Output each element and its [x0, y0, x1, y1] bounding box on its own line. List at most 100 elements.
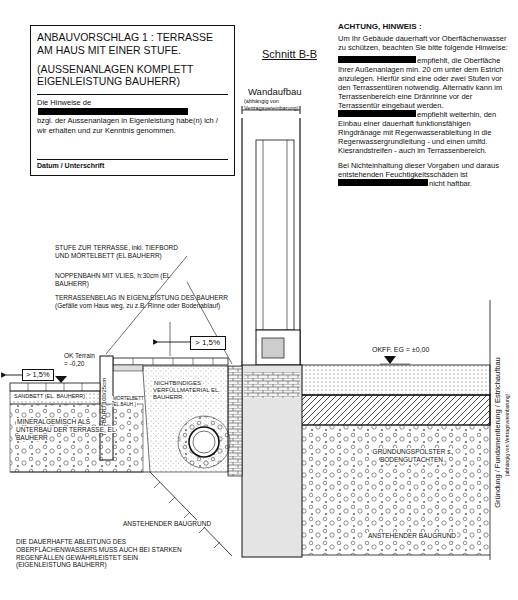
- note-text: ACHTUNG, HINWEIS :: [338, 22, 512, 32]
- floor-slab: [300, 300, 490, 560]
- text-group: (AUSSENANLAGEN KOMPLETT EIGENLEISTUNG BA…: [37, 63, 228, 89]
- drawing-rect: [113, 358, 228, 365]
- drawing-rect: [10, 404, 143, 472]
- drawing-rect: [228, 366, 242, 476]
- drawing-label: OK Terrain = -0,20: [64, 352, 100, 368]
- drawing-line: [241, 118, 242, 372]
- box-text: Die Hinweise de: [37, 98, 91, 107]
- drawing-rect: [113, 365, 143, 371]
- label-text: ACHTUNG, HINWEIS :: [338, 22, 422, 31]
- label-text: Wandaufbau: [248, 86, 302, 97]
- text-group: ANBAUVORSCHLAG 1 : TERRASSE AM HAUS MIT …: [37, 31, 228, 57]
- drawing-line: [263, 140, 264, 330]
- label-text: STUFE ZUR TERRASSE, inkl. TIEFBORD UND M…: [55, 244, 178, 259]
- label-text: MÖRTELBETT (EL.BAUH.): [112, 396, 144, 407]
- drawing-path: [154, 482, 220, 548]
- label-text: NOPPENBAHN MIT VLIES, h:30cm (EL BAUHERR…: [55, 272, 170, 287]
- label-text: empfiehlt, die Oberfläche Ihrer Außenanl…: [338, 56, 504, 110]
- title-box: ANBAUVORSCHLAG 1 : TERRASSE AM HAUS MIT …: [30, 25, 235, 176]
- drawing-label: Gründung / Fundamentierung / Estrichaufb…: [493, 305, 502, 560]
- text-group: Die Hinweise de bzgl. der Aussenanlagen i…: [37, 94, 228, 135]
- drawing-line: [300, 106, 301, 114]
- box-text: Datum / Unterschrift: [37, 162, 104, 169]
- note-text: Um Ihr Gebäude dauerhaft vor Oberflächen…: [338, 34, 512, 52]
- label-text: DIE DAUERHAFTE ABLEITUNG DES OBERFLÄCHEN…: [16, 538, 182, 568]
- drawing-path: [133, 358, 213, 365]
- label-text: GRÜNDUNGSPOLSTER s. BODENGUTACHTEN: [372, 448, 453, 463]
- notes-column: ACHTUNG, HINWEIS : Um Ihr Gebäude dauerha…: [338, 22, 512, 188]
- note-text: Bei Nichteinhaltung dieser Vorgaben und …: [338, 161, 512, 179]
- terrace: [10, 356, 232, 556]
- drawing-label: ANSTEHENDER BAUGRUND: [122, 520, 217, 528]
- drawing-rect: [302, 425, 490, 555]
- drawing-label: NOPPENBAHN MIT VLIES, h:30cm (EL BAUHERR…: [55, 272, 185, 288]
- drawing-label: (abhängig von Vertragsvereinbarung): [244, 98, 334, 111]
- drawing-label: NICHTBINDIGES VERFÜLLMATERIAL EL. BAUHER…: [153, 380, 223, 402]
- label-text: TERRASSENBELAG IN EIGENLEISTUNG DES BAUH…: [55, 294, 228, 309]
- drawing-rect: [242, 365, 302, 557]
- text-group: > 1,5%: [26, 370, 50, 379]
- note-text: empfiehlt, die Oberfläche Ihrer Außenanl…: [338, 56, 512, 110]
- redaction-bar: [38, 108, 188, 115]
- label-text: OK Terrain = -0,20: [64, 352, 95, 367]
- drawing-label: TIEFBORD 100/25cm: [101, 358, 108, 456]
- label-text: SANDBETT (EL. BAUHERR): [13, 393, 86, 399]
- drawing-line: [150, 472, 232, 556]
- drawing-label: MÖRTELBETT (EL.BAUH.): [112, 396, 142, 407]
- leader-lines: [6, 256, 232, 375]
- drawing-label: (abhängig von Vertragsvereinbarung): [504, 350, 510, 520]
- label-text: (abhängig von Vertragsvereinbarung): [504, 394, 510, 477]
- drawing-rect: [300, 395, 490, 425]
- drawing-circle: [178, 416, 230, 468]
- drawing-label: DIE DAUERHAFTE ABLEITUNG DES OBERFLÄCHEN…: [16, 538, 188, 569]
- box-text: > 1,5%: [195, 338, 220, 347]
- label-text: Gründung / Fundamentierung / Estrichaufb…: [493, 357, 502, 508]
- wall-foundation: [228, 365, 302, 557]
- section-title: Schnitt B-B: [262, 48, 317, 61]
- drawing-label: MINERALGEMISCH ALS UNTERBAU DER TERRASSE…: [16, 418, 126, 441]
- text-group: Datum / Unterschrift: [37, 159, 228, 171]
- box-text: bzgl. der Aussenanlagen in Eigenleistung…: [37, 116, 218, 134]
- box-text: ANBAUVORSCHLAG 1 : TERRASSE AM HAUS MIT …: [37, 31, 213, 56]
- drawing-label: GRÜNDUNGSPOLSTER s. BODENGUTACHTEN: [352, 448, 472, 464]
- drawing-label: SANDBETT (EL. BAUHERR): [13, 393, 99, 400]
- redaction-bar: [338, 110, 416, 117]
- drawing-line: [10, 472, 150, 473]
- drawing-line: [490, 300, 491, 560]
- label-text: ANSTEHENDER BAUGRUND: [367, 532, 457, 539]
- label-text: ANSTEHENDER BAUGRUND: [122, 520, 212, 527]
- drawing-path: [28, 383, 82, 391]
- label-text: OKFF. EG = ±0,00: [372, 346, 429, 353]
- slope-box: > 1,5%: [22, 369, 54, 381]
- drawing-rect: [10, 383, 100, 391]
- drawing-path: [55, 376, 67, 383]
- drawing-path: [384, 356, 396, 364]
- slope-box: > 1,5%: [190, 336, 226, 350]
- drawing-label: STUFE ZUR TERRASSE, inkl. TIEFBORD UND M…: [55, 244, 185, 260]
- label-text: Bei Nichteinhaltung dieser Vorgaben und …: [338, 161, 499, 179]
- drawing-line: [302, 555, 490, 556]
- drawing-circle: [193, 431, 215, 453]
- label-text: MINERALGEMISCH ALS UNTERBAU DER TERRASSE…: [16, 418, 116, 441]
- note-text: empfiehlt weiterhin, den Einbau einer da…: [338, 110, 512, 155]
- drawing-circle: [189, 427, 219, 457]
- drawing-line: [287, 140, 288, 330]
- drawing-line: [158, 342, 190, 343]
- box-text: > 1,5%: [26, 370, 50, 379]
- drawing-rect: [256, 140, 294, 330]
- redaction-bar: [338, 56, 416, 63]
- drawing-label: Wandaufbau: [248, 86, 328, 97]
- drawing-rect: [300, 365, 490, 395]
- drawing-label: ANSTEHENDER BAUGRUND: [352, 532, 472, 540]
- drawing-label: OKFF. EG = ±0,00: [372, 346, 462, 354]
- redaction-bar: [338, 179, 428, 186]
- label-text: NICHTBINDIGES VERFÜLLMATERIAL EL. BAUHER…: [153, 380, 220, 400]
- label-text: nicht haftbar.: [429, 179, 472, 188]
- text-group: > 1,5%: [195, 338, 221, 348]
- note-text: nicht haftbar.: [338, 179, 512, 188]
- label-text: (abhängig von Vertragsvereinbarung): [244, 98, 298, 111]
- drawing-rect: [244, 372, 300, 398]
- drawing-line: [299, 118, 300, 365]
- drawing-line: [6, 375, 22, 376]
- drawing-line: [242, 106, 243, 114]
